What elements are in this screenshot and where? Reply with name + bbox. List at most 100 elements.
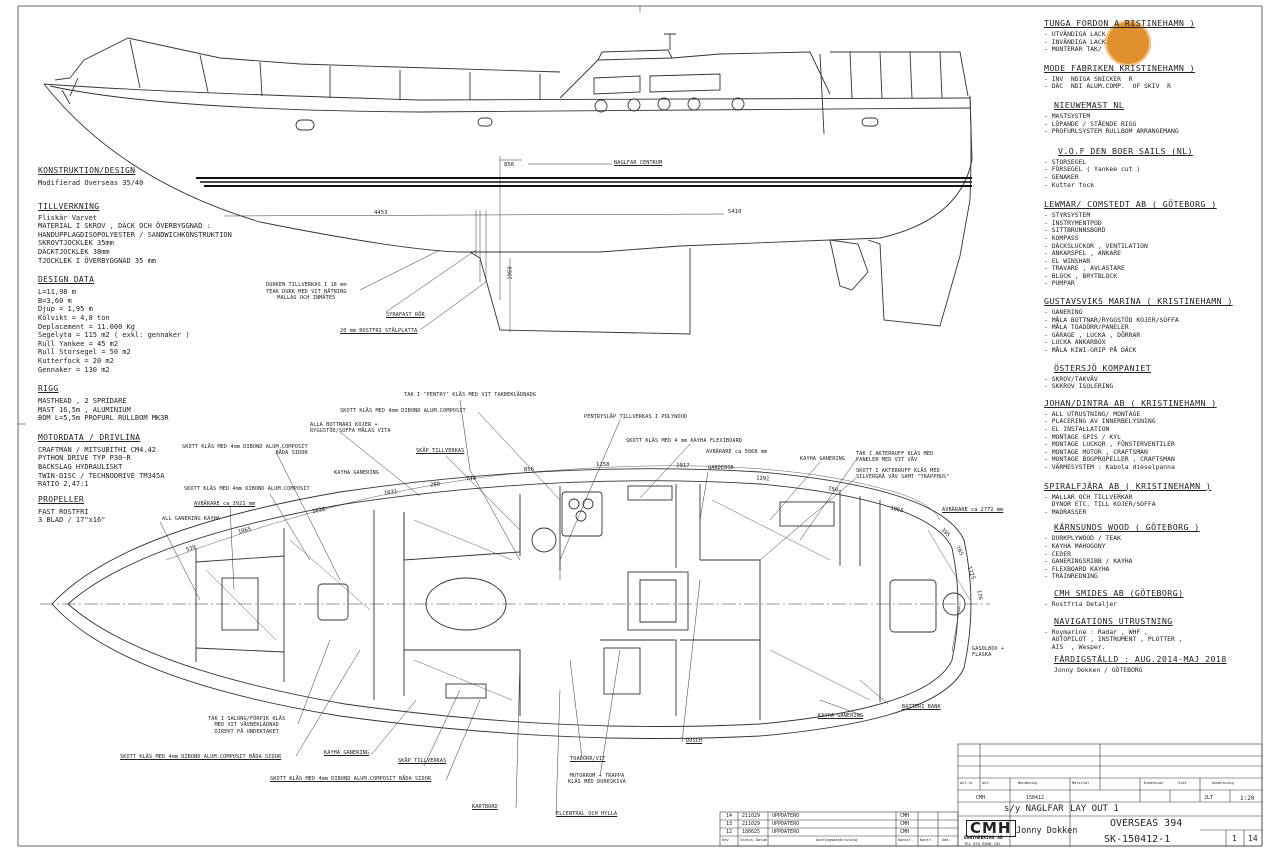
tb-ritad: JLT <box>1204 795 1214 801</box>
dim-856-plan: 856 <box>523 466 535 474</box>
spec-title: MOTORDATA / DRIVLINA <box>38 432 141 442</box>
tb-kund: CMH <box>976 795 986 801</box>
supplier-items: - GANERING - MÅLA BOTTNAR/RYGGSTÖD KOJER… <box>1044 308 1179 355</box>
dim-856: 856 <box>504 162 515 168</box>
supplier-title: ÖSTERSJÖ KOMPANIET <box>1054 362 1152 373</box>
completion-by: Jonny Dokken / GÖTEBORG <box>1054 666 1143 675</box>
supplier-items: - STORSEGEL - FÖRSEGEL ( Yankee cut ) - … <box>1044 157 1141 189</box>
supplier-items: - STYRSYSTEM - INSTRYMENTPOD - SITTBRUNN… <box>1044 211 1148 288</box>
spec-title: RIGG <box>38 384 59 394</box>
tb-title-layout: LAY OUT 1 <box>1070 804 1119 814</box>
tb-sheet: 14 <box>1248 834 1258 843</box>
rev-date: 211029 <box>742 821 761 827</box>
label-avb-5068: AVBÄRARE ca 5068 mm <box>706 449 768 455</box>
label-all-ganering: ALL GANERING KAYHA <box>162 516 221 522</box>
spec-section-motordata: MOTORDATA / DRIVLINA CRAFTMAN / MITSUBIT… <box>38 433 232 489</box>
spec-body: L=11,98 m B=3,60 m Djup = 1,95 m Kölvikt… <box>38 288 190 374</box>
right-supplier-column: TUNGA FORDON A RISTINEHAMN ) - UTVÄNDIGA… <box>1044 18 1233 675</box>
label-syrafast: SYRAFAST RÖR <box>386 312 425 318</box>
leader-lines <box>159 399 961 815</box>
tb-rev: 1 <box>1232 834 1237 843</box>
tb-title-boat: s/y NAGLFAR <box>1004 804 1064 814</box>
supplier-items: - MASTSYSTEM - LÖPANDE / STÅENDE RIGG - … <box>1044 111 1179 136</box>
tb-header-vikt: Vikt <box>1178 781 1187 785</box>
label-skott-dibond-2: SKOTT KLÄS MED 4mm DIBOND ALUM.COMPOSIT <box>184 486 310 492</box>
tb-header-material: Material <box>1072 781 1090 785</box>
label-skott-kayha: SKOTT KLÄS MED 4 mm KAYHA FLEXIBOARD <box>626 438 743 444</box>
company-logo: CMH <box>966 820 1016 837</box>
rev-header-datum: Datum <box>756 838 767 842</box>
label-tak-salong: TAK I SALONG/FÖRPIK KLÄS MED VIT VÄVBEKL… <box>208 716 286 735</box>
supplier-title: GUSTAVSVIKS MARINA ( KRISTINEHAMN ) <box>1044 296 1233 307</box>
label-naglfar-centrum: NAGLFAR CENTRUM <box>614 160 663 166</box>
dim-750: 750 <box>827 486 839 494</box>
rev-header-konstr: Konstr. <box>898 838 914 842</box>
label-elcentral: ELCENTRAL OCH HYLLA <box>556 811 618 817</box>
label-skott-dibond: SKOTT KLÄS MED 4mm DIBOND ALUM.COMPOSIT <box>340 408 466 414</box>
supplier-title: MODE FABRIKEN KRISTINEHAMN ) <box>1044 62 1196 73</box>
tb-header-antnr: Ant.nr <box>960 781 973 785</box>
tb-scale: 1:20 <box>1240 795 1255 802</box>
hull-stripe <box>196 177 972 187</box>
spec-title: TILLVERKNING <box>38 201 100 211</box>
label-skap-1: SKÅP TILLVERKAS <box>416 448 465 454</box>
supplier-items: - DURKPLYWOOD / TEAK - KAYHA MAHOGONY - … <box>1044 534 1133 581</box>
left-spec-column: KONSTRUKTION/DESIGN Modifierad Overseas … <box>38 166 232 525</box>
supplier-items: - ALL UTRUSTNING/ MONTAGE - PLACERING AV… <box>1044 409 1175 471</box>
label-toadorr: TOADÖRR/VIT <box>570 756 606 762</box>
supplier-title: JOHAN/DINTRA AB ( KRISTINEHAMN ) <box>1044 397 1217 408</box>
supplier-title: LEWMAR/ COMSTEDT AB ( GÖTEBORG ) <box>1044 199 1217 210</box>
label-avb-2772: AVBÄRARE ca 2772 mm <box>942 507 1004 513</box>
spec-title: KONSTRUKTION/DESIGN <box>38 166 136 175</box>
dim-1017: 1017 <box>675 462 690 470</box>
label-skott-bada-2: SKOTT KLÄS MED 4mm DIBOND ALUM.COMPOSIT … <box>120 754 282 760</box>
spec-section-konstruktion: KONSTRUKTION/DESIGN Modifierad Overseas … <box>38 166 232 188</box>
label-dusch: DUSCH <box>686 738 703 744</box>
label-avb-3921: AVBÄRARE ca 3921 mm <box>194 501 256 507</box>
dim-5410: 5410 <box>728 209 742 215</box>
tb-model: OVERSEAS 394 <box>1110 818 1183 829</box>
dim-288: 288 <box>429 481 441 489</box>
rev-no: 13 <box>726 821 733 827</box>
rev-header-desc: Ändringsbeskrivning <box>816 838 858 842</box>
label-kartbord: KARTBORD <box>472 804 498 810</box>
rev-by: CMH <box>900 821 910 827</box>
supplier-title: NIEUWEMAST NL <box>1054 99 1125 110</box>
spec-section-design-data: DESIGN DATA L=11,98 m B=3,60 m Djup = 1,… <box>38 275 232 374</box>
rev-no: 14 <box>726 813 733 819</box>
label-garderob: GARDEROB <box>708 465 734 471</box>
tb-drawing-no: SK-150412-1 <box>1104 834 1171 845</box>
label-skott-bada-3: SKOTT KLÄS MED 4mm DIBOND ALUM.COMPOSIT … <box>270 776 432 782</box>
supplier-items: - MALLAR OCH TILLVERKAR DYNOR ETC. TILL … <box>1044 492 1156 516</box>
label-motorrum: MOTORRUM + TRAPPA KLÄS MED DURKSKIVA <box>568 773 627 786</box>
rev-header-rev: Rev. <box>722 838 731 842</box>
supplier-title: KÄRNSUNDS WOOD ( GÖTEBORG ) <box>1054 522 1200 533</box>
dim-748: 748 <box>465 475 477 483</box>
spec-title: PROPELLER <box>38 494 85 504</box>
label-skap-2: SKÅP TILLVERKAS <box>398 758 447 764</box>
spec-body: FAST ROSTFRI 3 BLAD / 17"x16" <box>38 507 106 525</box>
label-tak-pentry: TAK I "PENTRY" KLÄS MED VIT TAKBEKLÄDNAD… <box>404 392 537 398</box>
title-block-lines <box>719 743 1263 847</box>
spec-body: CRAFTMAN / MITSUBITHI CM4.42 PYTHON DRIV… <box>38 445 165 489</box>
supplier-title: V.O.F DEN BOER SAILS (NL) <box>1058 145 1193 156</box>
rev-header-status: Status <box>740 838 753 842</box>
dim-1950: 1950 <box>507 266 514 280</box>
completion-date: FÄRDIGSTÄLLD : AUG.2014-MAJ 2018 <box>1054 654 1227 665</box>
tb-header-dimension: Dimension <box>1144 781 1164 785</box>
rev-header-kontr: Kontr. <box>920 838 933 842</box>
label-kayha-ganering-4: KAYHA GANERING <box>324 750 370 756</box>
company-phone: TEL 070 6058 192 <box>964 841 1001 846</box>
label-tak-akter: TAK I AKTERRUFF KLÄS MED PANELER MED VIT… <box>856 451 934 464</box>
label-batteri-bank: BATTERI BANK <box>902 704 941 710</box>
tb-header-anmarkning: Anmärkning <box>1212 781 1234 785</box>
label-alla-bottnar: ALLA BOTTNARI KOJER + RYGGSTÖD/SOFFA MÅL… <box>310 422 391 435</box>
spec-body: Modifierad Overseas 35/40 <box>38 179 144 187</box>
rev-by: CMH <box>900 829 910 835</box>
supplier-items: - UTVÄNDIGA LACK - INVÄNDIGA LACK - MONT… <box>1044 30 1106 54</box>
rev-by: CMH <box>900 813 910 819</box>
label-kayha-ganering-1: KAYHA GANERING <box>800 456 846 462</box>
rev-header-gdk: Gdk. <box>942 838 951 842</box>
rev-text: UPPDATERO <box>772 813 800 819</box>
